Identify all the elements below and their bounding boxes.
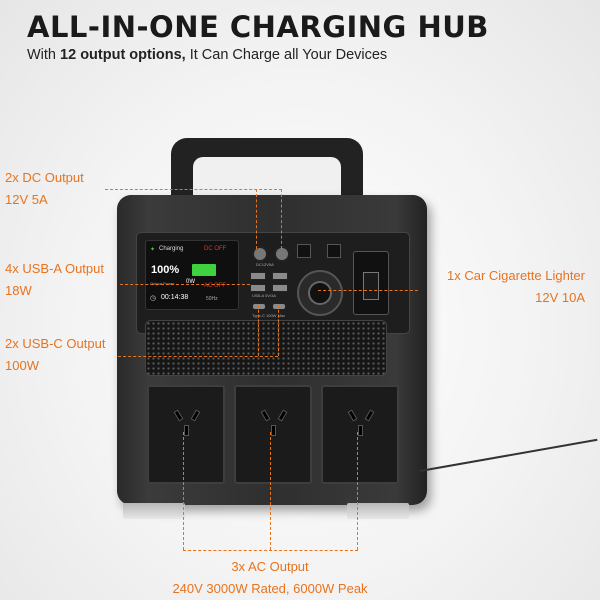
car-lighter-inner — [308, 281, 332, 305]
page-title: ALL-IN-ONE CHARGING HUB — [27, 10, 489, 44]
ac-callout-spec: 240V 3000W Rated, 6000W Peak — [172, 581, 368, 596]
outlet-pin — [184, 425, 189, 436]
lcd-output-power: 0W — [186, 279, 195, 285]
usb-c-callout-spec: 100W — [5, 358, 39, 373]
dc-callout-line — [281, 189, 282, 249]
usb-c-callout: 2x USB-C Output 100W — [5, 333, 105, 377]
charging-icon: ✦ — [150, 247, 156, 253]
dc-switch-button[interactable] — [297, 244, 311, 258]
usb-c-callout-line — [258, 305, 259, 356]
dc-port-1 — [252, 246, 268, 262]
power-cable — [419, 438, 598, 472]
ac-callout: 3x AC Output 240V 3000W Rated, 6000W Pea… — [140, 556, 400, 600]
outlet-pin — [358, 425, 363, 436]
device-foot-left — [123, 503, 185, 519]
dc-callout-title: 2x DC Output — [5, 170, 84, 185]
outlet-pin — [271, 425, 276, 436]
ventilation-grille — [145, 320, 387, 376]
usb-c-port — [272, 303, 286, 310]
car-lighter-callout-spec: 12V 10A — [535, 290, 585, 305]
usb-c-callout-title: 2x USB-C Output — [5, 336, 106, 351]
dc-port-label: DC12V5A — [256, 262, 274, 267]
dc-callout-line — [105, 189, 282, 190]
device-foot-right — [347, 503, 409, 519]
lcd-frequency: 50Hz — [206, 296, 218, 302]
dc-callout-spec: 12V 5A — [5, 192, 48, 207]
lcd-status: Charging — [159, 246, 184, 252]
usb-a-port — [250, 284, 266, 292]
subtitle-suffix: It Can Charge all Your Devices — [185, 47, 388, 63]
subtitle-prefix: With — [27, 47, 61, 63]
dc-port-2 — [274, 246, 290, 262]
dc-callout-line — [256, 189, 257, 249]
ac-callout-line — [270, 432, 271, 550]
usb-a-callout: 4x USB-A Output 18W — [5, 258, 104, 302]
ac-callout-line — [357, 432, 358, 550]
subtitle-bold: 12 output options, — [60, 47, 186, 63]
ac-switch-button[interactable] — [327, 244, 341, 258]
main-power-switch[interactable] — [363, 272, 379, 300]
lcd-time: 00:14:38 — [161, 294, 189, 301]
battery-icon — [192, 264, 216, 276]
car-lighter-callout: 1x Car Cigarette Lighter 12V 10A — [420, 265, 585, 309]
clock-icon: ◷ — [150, 295, 157, 302]
usb-a-port — [272, 272, 288, 280]
usb-a-callout-title: 4x USB-A Output — [5, 261, 104, 276]
usb-c-callout-line — [118, 356, 278, 357]
usb-a-port — [250, 272, 266, 280]
usb-a-port — [272, 284, 288, 292]
usb-c-callout-line — [278, 305, 279, 356]
usb-a-callout-spec: 18W — [5, 283, 32, 298]
lcd-ac-state: AC OFF — [204, 283, 226, 289]
subtitle: With 12 output options, It Can Charge al… — [27, 47, 387, 63]
lcd-output-label: Output Power — [150, 281, 175, 286]
car-lighter-callout-line — [318, 290, 418, 291]
dc-callout: 2x DC Output 12V 5A — [5, 167, 84, 211]
car-lighter-callout-title: 1x Car Cigarette Lighter — [446, 268, 585, 283]
lcd-display: ✦ Charging DC OFF 100% Output Power 0W A… — [145, 240, 239, 310]
ac-callout-title: 3x AC Output — [231, 559, 309, 574]
usb-a-callout-line — [120, 284, 250, 285]
usb-a-label: USB-A 5V/3A — [252, 293, 277, 298]
usb-c-label: Type-C 100W Max — [252, 313, 286, 318]
ac-callout-line — [183, 432, 184, 550]
usb-c-port — [252, 303, 266, 310]
lcd-battery-percent: 100% — [151, 264, 180, 276]
ac-callout-line — [183, 550, 358, 551]
lcd-dc-state: DC OFF — [204, 246, 227, 252]
